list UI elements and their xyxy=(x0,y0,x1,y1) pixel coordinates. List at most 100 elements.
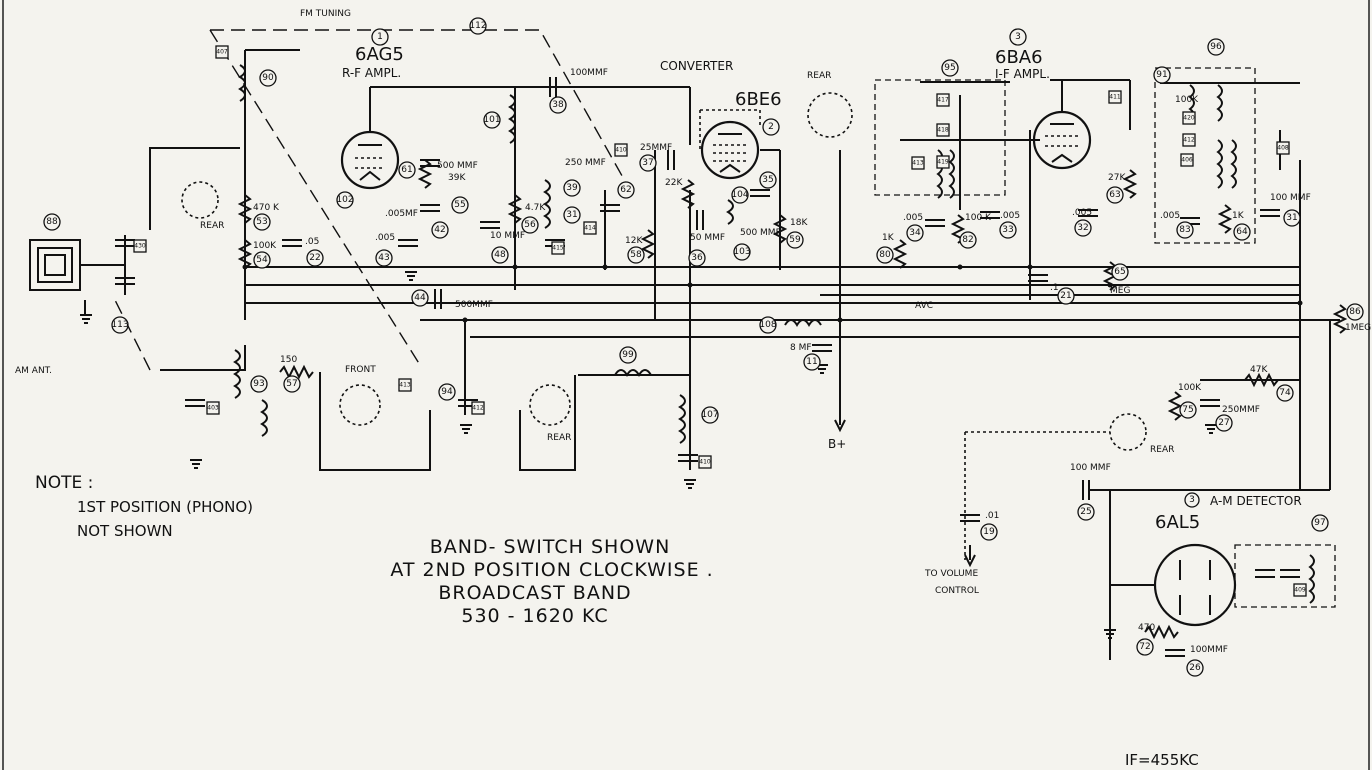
val-c32: .005 xyxy=(1072,208,1092,218)
ref-circle-53: 53 xyxy=(253,213,271,231)
ref-circle-54: 54 xyxy=(253,251,271,269)
ref-circle-56: 56 xyxy=(521,216,539,234)
square-tag-411: 411 xyxy=(1108,90,1122,104)
svg-text:74: 74 xyxy=(1279,388,1291,398)
antenna-label: AM ANT. xyxy=(15,366,52,376)
ref-circle-48: 48 xyxy=(491,246,509,264)
square-tag-420: 420 xyxy=(1182,111,1196,125)
ref-circle-107: 107 xyxy=(701,406,719,424)
svg-text:54: 54 xyxy=(256,255,268,265)
svg-text:31: 31 xyxy=(566,210,577,220)
svg-text:56: 56 xyxy=(524,220,536,230)
caption-line1: BAND- SWITCH SHOWN xyxy=(430,536,671,558)
tube-6ba6-labels: 3 6BA6 I-F AMPL. xyxy=(995,28,1050,81)
ref-circle-43: 43 xyxy=(375,249,393,267)
svg-text:83: 83 xyxy=(1179,225,1190,235)
svg-text:82: 82 xyxy=(962,235,973,245)
svg-text:411: 411 xyxy=(1109,94,1121,101)
if-frequency: IF=455KC xyxy=(1125,751,1199,769)
val-r84: 1K xyxy=(1232,211,1245,221)
ref-circle-64: 64 xyxy=(1233,223,1251,241)
ref-circle-91: 91 xyxy=(1153,66,1171,84)
svg-text:412: 412 xyxy=(472,405,484,412)
square-tag-412: 412 xyxy=(471,401,485,415)
tube3-function: I-F AMPL. xyxy=(995,67,1050,81)
svg-text:409: 409 xyxy=(1294,587,1306,594)
val-c43: .005 xyxy=(375,233,395,243)
svg-text:86: 86 xyxy=(1349,307,1361,317)
ref-circle-95: 95 xyxy=(941,59,959,77)
svg-text:108: 108 xyxy=(759,320,776,330)
caption-line4: 530 - 1620 KC xyxy=(461,605,608,627)
tube1-function: R-F AMPL. xyxy=(342,66,401,80)
ref-circle-59: 59 xyxy=(786,231,804,249)
ref-circle-31: 31 xyxy=(563,206,581,224)
svg-text:21: 21 xyxy=(1060,291,1071,301)
square-tag-414: 414 xyxy=(583,221,597,235)
note-line1: 1ST POSITION (PHONO) xyxy=(77,498,253,516)
fm-tuning-label: FM TUNING xyxy=(300,9,351,19)
band-caption: BAND- SWITCH SHOWN AT 2ND POSITION CLOCK… xyxy=(390,536,713,627)
svg-text:35: 35 xyxy=(762,175,773,185)
svg-text:101: 101 xyxy=(483,115,500,125)
tube-6al5 xyxy=(1090,320,1331,660)
ref-circle-44: 44 xyxy=(411,289,429,307)
junctions xyxy=(242,264,1303,323)
svg-text:25: 25 xyxy=(1080,507,1091,517)
val-c103: 500 MMF xyxy=(740,228,781,238)
svg-text:95: 95 xyxy=(944,63,955,73)
val-c21: .1 xyxy=(1050,283,1059,293)
ref-circle-19: 19 xyxy=(980,523,998,541)
val-r53: 470 K xyxy=(253,203,280,213)
switch-rear-3: REAR xyxy=(807,71,831,81)
svg-text:96: 96 xyxy=(1210,42,1222,52)
tube4-type: 6AL5 xyxy=(1155,512,1200,533)
switch-rear-2: REAR xyxy=(547,433,571,443)
note-title: NOTE : xyxy=(35,473,93,493)
svg-text:62: 62 xyxy=(620,185,631,195)
tube2-type: 6BE6 xyxy=(735,89,782,110)
val-r57: 150 xyxy=(280,355,297,365)
val-r74: 47K xyxy=(1250,365,1268,375)
if-can-97 xyxy=(1234,544,1336,608)
svg-text:413: 413 xyxy=(399,382,411,389)
svg-text:90: 90 xyxy=(262,73,274,83)
svg-text:80: 80 xyxy=(879,250,891,260)
ref-circle-2: 2 xyxy=(762,118,780,136)
ref-circle-83: 83 xyxy=(1176,221,1194,239)
val-c39: 250 MMF xyxy=(565,158,606,168)
ref-circle-97: 97 xyxy=(1311,514,1329,532)
val-c19: .01 xyxy=(985,511,999,521)
svg-text:107: 107 xyxy=(701,410,718,420)
val-r96: 100K xyxy=(1175,95,1199,105)
ref-circle-37: 37 xyxy=(639,154,657,172)
svg-text:72: 72 xyxy=(1139,642,1150,652)
svg-text:403: 403 xyxy=(207,405,219,412)
svg-text:38: 38 xyxy=(552,100,564,110)
ref-circle-36: 36 xyxy=(688,249,706,267)
caption-line2: AT 2ND POSITION CLOCKWISE . xyxy=(390,559,713,581)
ref-circle-35: 35 xyxy=(759,171,777,189)
ref-circle-80: 80 xyxy=(876,246,894,264)
ref-circle-103: 103 xyxy=(733,243,751,261)
note-line2: NOT SHOWN xyxy=(77,522,173,540)
square-tag-419: 419 xyxy=(936,155,950,169)
svg-text:406: 406 xyxy=(1181,157,1193,164)
tube-6be6-labels: CONVERTER 6BE6 xyxy=(660,59,782,110)
ref-circle-65: 65 xyxy=(1111,263,1129,281)
svg-text:19: 19 xyxy=(983,527,995,537)
svg-text:103: 103 xyxy=(733,247,750,257)
ref-circle-38: 38 xyxy=(549,96,567,114)
ref-circle-94: 94 xyxy=(438,383,456,401)
svg-text:104: 104 xyxy=(731,190,748,200)
square-tag-430: 430 xyxy=(133,239,147,253)
val-r75: 100K xyxy=(1178,383,1202,393)
ref-circle-31b: 31 xyxy=(1283,209,1301,227)
val-r58: 12K xyxy=(625,236,643,246)
bplus-label: B+ xyxy=(828,437,846,451)
tube3-type: 6BA6 xyxy=(995,47,1043,68)
svg-text:34: 34 xyxy=(909,228,921,238)
val-c27: 250MMF xyxy=(1222,405,1260,415)
